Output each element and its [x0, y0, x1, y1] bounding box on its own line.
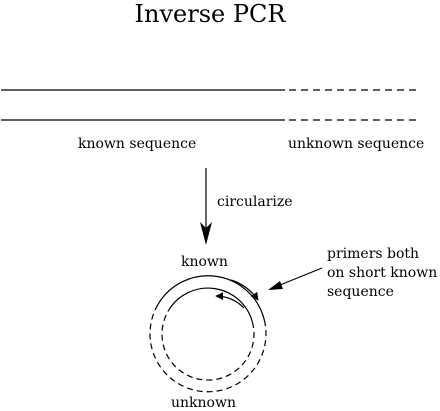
unknown-sequence-label: unknown sequence [288, 136, 425, 152]
primer-forward [230, 279, 259, 301]
circular-dna [149, 275, 267, 393]
note-pointer [268, 267, 323, 290]
outer-circle-unknown [149, 304, 267, 393]
diagram-title: Inverse PCR [134, 0, 286, 28]
outer-circle-known [157, 275, 265, 321]
primer-reverse [215, 292, 245, 309]
circularize-label: circularize [217, 194, 293, 210]
primers-note: primers both on short known sequence [327, 245, 437, 302]
known-region-label: known [181, 254, 228, 270]
circularize-arrow [200, 168, 212, 245]
primers [215, 279, 259, 309]
linear-dna [1, 89, 420, 121]
primers-note-line: sequence [327, 284, 394, 300]
unknown-region-label: unknown [171, 395, 236, 411]
known-sequence-label: known sequence [78, 136, 197, 152]
inner-circle-unknown [161, 310, 255, 381]
inner-circle-known [167, 287, 253, 323]
primers-note-line: primers both [327, 246, 420, 262]
primers-note-line: on short known [327, 265, 438, 281]
